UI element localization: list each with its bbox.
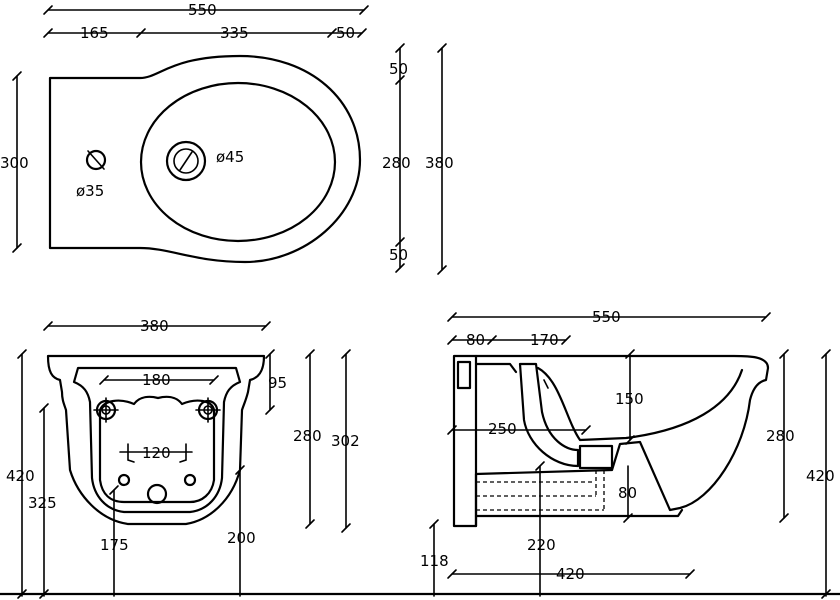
top-seg-mid: 335 <box>220 24 249 42</box>
side-foot-length: 420 <box>556 565 585 583</box>
side-view-trap <box>518 362 580 468</box>
front-view-inner <box>72 366 242 514</box>
side-waste-reach: 250 <box>488 420 517 438</box>
bolt-left-icon <box>93 397 119 423</box>
side-overall-length: 550 <box>592 308 621 326</box>
top-view: ø45 ø35 550 165 335 50 300 50 280 50 <box>0 1 454 275</box>
side-back-section: 170 <box>530 331 559 349</box>
side-floor-to-outlet: 220 <box>527 536 556 554</box>
tap-hole-icon <box>85 149 107 171</box>
front-floor-to-waste: 325 <box>28 494 57 512</box>
side-back-wall: 80 <box>466 331 485 349</box>
top-view-bowl <box>139 81 337 243</box>
top-rim-bottom: 50 <box>389 246 408 264</box>
side-bowl-depth: 150 <box>615 390 644 408</box>
front-base-height: 200 <box>227 529 256 547</box>
top-bowl-depth: 280 <box>382 154 411 172</box>
side-view: 550 80 170 150 250 80 220 118 4 <box>420 308 835 599</box>
front-mount-spacing: 120 <box>142 444 171 462</box>
front-view-rim <box>46 354 266 526</box>
front-outer-height: 302 <box>331 432 360 450</box>
drain-hole-label: ø45 <box>216 148 244 166</box>
drain-hole-icon <box>165 140 207 182</box>
front-total-height: 420 <box>6 467 35 485</box>
front-body-height: 280 <box>293 427 322 445</box>
top-overall-depth: 380 <box>425 154 454 172</box>
side-view-body <box>474 354 770 512</box>
hole-small-left <box>117 473 131 487</box>
front-rim-height: 95 <box>268 374 287 392</box>
front-view-plate <box>98 395 216 504</box>
top-seg-right: 50 <box>336 24 355 42</box>
front-waste-offset: 175 <box>100 536 129 554</box>
top-height: 300 <box>0 154 29 172</box>
side-trap-height: 80 <box>618 484 637 502</box>
side-body-height: 280 <box>766 427 795 445</box>
front-width: 380 <box>140 317 169 335</box>
side-view-bowl <box>536 366 744 442</box>
front-inner-width: 180 <box>142 371 171 389</box>
top-rim-top: 50 <box>389 60 408 78</box>
side-total-height: 420 <box>806 467 835 485</box>
top-overall-width: 550 <box>188 1 217 19</box>
front-view: 120 380 180 95 280 302 420 325 <box>0 317 840 599</box>
top-seg-left: 165 <box>80 24 109 42</box>
side-wall-clearance: 118 <box>420 552 449 570</box>
top-view-outline <box>48 54 362 264</box>
hole-small-right <box>183 473 197 487</box>
tap-hole-label: ø35 <box>76 182 104 200</box>
waste-outlet <box>146 483 168 505</box>
bolt-right-icon <box>195 397 221 423</box>
